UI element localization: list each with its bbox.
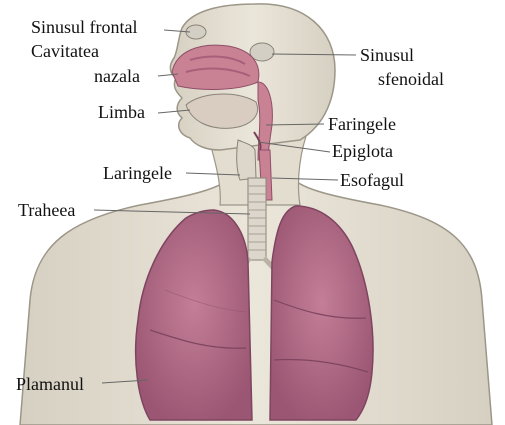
label-epiglota: Epiglota xyxy=(332,141,393,161)
label-faringele: Faringele xyxy=(328,114,396,134)
label-esofagul: Esofagul xyxy=(340,170,404,190)
label-nazala: nazala xyxy=(94,66,140,86)
label-sinus-frontal: Sinusul frontal xyxy=(31,17,138,37)
label-laringele: Laringele xyxy=(103,163,172,183)
label-plamanul: Plamanul xyxy=(16,374,84,394)
label-traheea: Traheea xyxy=(18,200,75,220)
label-sinus-sfenoidal-2: sfenoidal xyxy=(378,69,444,89)
label-limba: Limba xyxy=(98,102,145,122)
trachea xyxy=(248,178,266,260)
label-cavitatea: Cavitatea xyxy=(31,41,99,61)
label-sinus-sfenoidal-1: Sinusul xyxy=(360,45,414,65)
